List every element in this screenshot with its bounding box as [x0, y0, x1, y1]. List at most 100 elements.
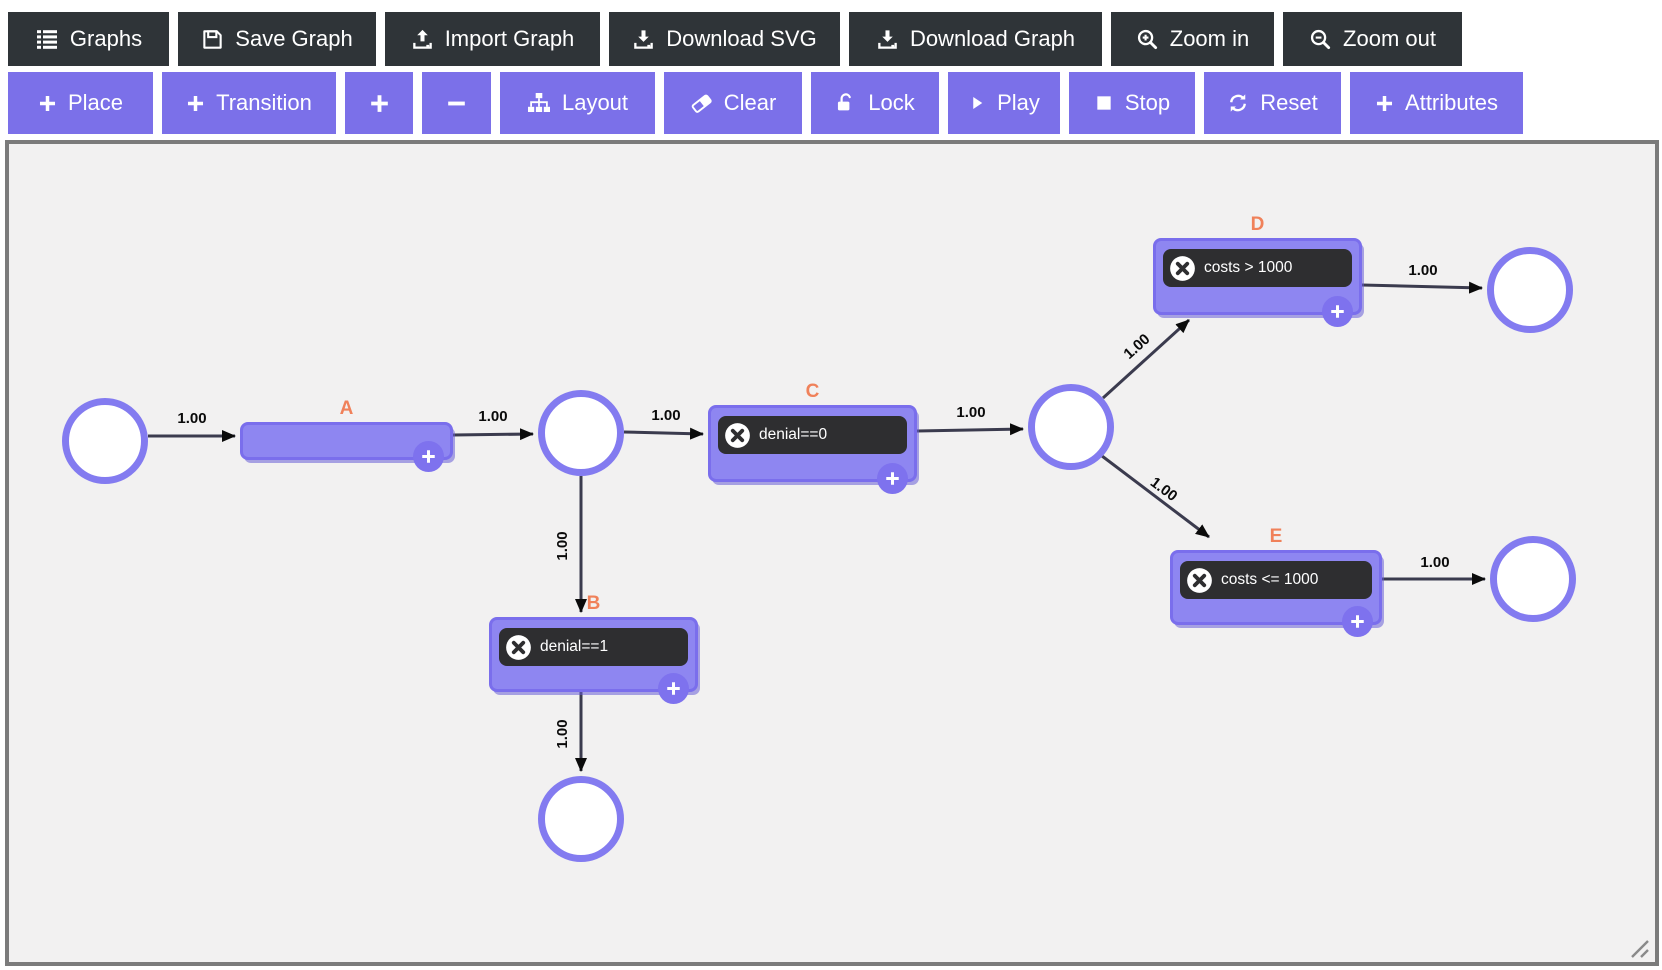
reset-label: Reset: [1260, 90, 1318, 115]
add-arc-button[interactable]: [877, 463, 908, 494]
add-place-button[interactable]: Place: [8, 72, 153, 134]
plus-icon: [370, 94, 388, 112]
place-node[interactable]: [538, 390, 624, 476]
download-svg-label: Download SVG: [666, 26, 817, 51]
place-node[interactable]: [1487, 247, 1573, 333]
edge-weight: 1.00: [554, 719, 571, 748]
x-circle-icon: [725, 422, 750, 448]
layout-label: Layout: [561, 90, 629, 115]
zoom-out-button[interactable]: Zoom out: [1283, 12, 1462, 66]
stop-label: Stop: [1124, 90, 1171, 115]
plus-icon: [886, 472, 899, 485]
plus-icon: [39, 95, 55, 111]
lock-label: Lock: [868, 90, 915, 115]
edge[interactable]: [1101, 454, 1210, 539]
transition-name: D: [1250, 214, 1265, 235]
play-icon: [973, 97, 983, 109]
guard-text: costs > 1000: [1204, 259, 1293, 276]
transition-node-c[interactable]: C denial==0: [708, 381, 917, 494]
edge[interactable]: [1361, 281, 1483, 294]
plus-icon: [1351, 615, 1364, 628]
minus-button[interactable]: [422, 72, 491, 134]
place-node[interactable]: [1028, 384, 1114, 470]
layout-button[interactable]: Layout: [500, 72, 655, 134]
lock-button[interactable]: Lock: [811, 72, 939, 134]
graph-canvas[interactable]: 1.00 1.00 1.00 1.00 1.00 1.00 1.00 1.00 …: [5, 140, 1659, 966]
download-graph-label: Download Graph: [909, 26, 1076, 51]
download-svg-button[interactable]: Download SVG: [609, 12, 840, 66]
reset-button[interactable]: Reset: [1204, 72, 1341, 134]
edge[interactable]: [916, 423, 1024, 436]
edge-weight: 1.00: [478, 408, 507, 425]
edge-weight: 1.00: [651, 407, 680, 424]
plus-icon: [1331, 305, 1344, 318]
zoom-out-label: Zoom out: [1343, 26, 1436, 51]
edge-weight: 1.00: [177, 410, 206, 427]
plus-icon: [667, 682, 680, 695]
save-icon: [203, 29, 222, 49]
transition-node-b[interactable]: B denial==1: [489, 593, 698, 704]
transition-node-d[interactable]: D costs > 1000: [1153, 214, 1362, 327]
download-graph-button[interactable]: Download Graph: [849, 12, 1102, 66]
transition-name: E: [1269, 526, 1283, 547]
zoom-in-button[interactable]: Zoom in: [1111, 12, 1274, 66]
list-icon: [36, 30, 57, 49]
transition-name: A: [339, 398, 354, 419]
edge-layer: 1.00 1.00 1.00 1.00 1.00 1.00 1.00 1.00 …: [148, 262, 1486, 772]
guard-box[interactable]: costs > 1000: [1163, 249, 1352, 287]
graphs-label: Graphs: [69, 26, 143, 51]
plus-button[interactable]: [345, 72, 413, 134]
guard-box[interactable]: denial==0: [718, 416, 907, 454]
top-toolbar: Graphs Save Graph Import Graph Download …: [8, 12, 1662, 66]
guard-box[interactable]: costs <= 1000: [1180, 561, 1372, 599]
place-node[interactable]: [1490, 536, 1576, 622]
actions-toolbar: Place Transition Layout Clear Lock Play: [8, 72, 1662, 134]
stop-button[interactable]: Stop: [1069, 72, 1195, 134]
play-label: Play: [997, 90, 1040, 115]
add-arc-button[interactable]: [658, 673, 689, 704]
place-node[interactable]: [62, 398, 148, 484]
download-icon: [878, 29, 897, 49]
plus-icon: [188, 95, 204, 111]
edge[interactable]: [452, 428, 534, 441]
transition-node-a[interactable]: A: [240, 398, 453, 472]
add-transition-button[interactable]: Transition: [162, 72, 336, 134]
add-arc-button[interactable]: [1322, 296, 1353, 327]
import-graph-button[interactable]: Import Graph: [385, 12, 600, 66]
guard-text: denial==1: [540, 638, 609, 655]
minus-icon: [448, 101, 465, 105]
guard-text: costs <= 1000: [1221, 571, 1319, 588]
import-graph-label: Import Graph: [444, 26, 575, 51]
x-circle-icon: [506, 634, 531, 660]
transition-node-e[interactable]: E costs <= 1000: [1170, 526, 1382, 637]
add-arc-button[interactable]: [413, 441, 444, 472]
eraser-icon: [691, 94, 712, 113]
save-graph-button[interactable]: Save Graph: [178, 12, 376, 66]
play-button[interactable]: Play: [948, 72, 1060, 134]
guard-box[interactable]: denial==1: [499, 628, 688, 666]
transition-name: B: [586, 593, 601, 614]
save-graph-label: Save Graph: [235, 26, 353, 51]
canvas-resize-handle[interactable]: [1628, 937, 1650, 959]
add-attributes-label: Attributes: [1405, 90, 1498, 115]
edge-weight: 1.00: [956, 404, 985, 421]
sitemap-icon: [527, 93, 550, 112]
unlock-icon: [838, 93, 852, 111]
place-node[interactable]: [538, 776, 624, 862]
clear-button[interactable]: Clear: [664, 72, 802, 134]
zoom-in-label: Zoom in: [1169, 26, 1250, 51]
edge-weight: 1.00: [1420, 554, 1449, 571]
graphs-button[interactable]: Graphs: [8, 12, 169, 66]
refresh-icon: [1230, 94, 1247, 112]
add-arc-button[interactable]: [1342, 606, 1373, 637]
edge[interactable]: [1101, 318, 1191, 400]
guard-text: denial==0: [759, 426, 828, 443]
add-attributes-button[interactable]: Attributes: [1350, 72, 1523, 134]
clear-label: Clear: [723, 90, 777, 115]
x-circle-icon: [1170, 255, 1195, 281]
edge[interactable]: [623, 427, 704, 440]
zoom-in-icon: [1137, 29, 1157, 49]
add-transition-label: Transition: [216, 90, 312, 115]
edge-weight: 1.00: [1147, 474, 1181, 505]
